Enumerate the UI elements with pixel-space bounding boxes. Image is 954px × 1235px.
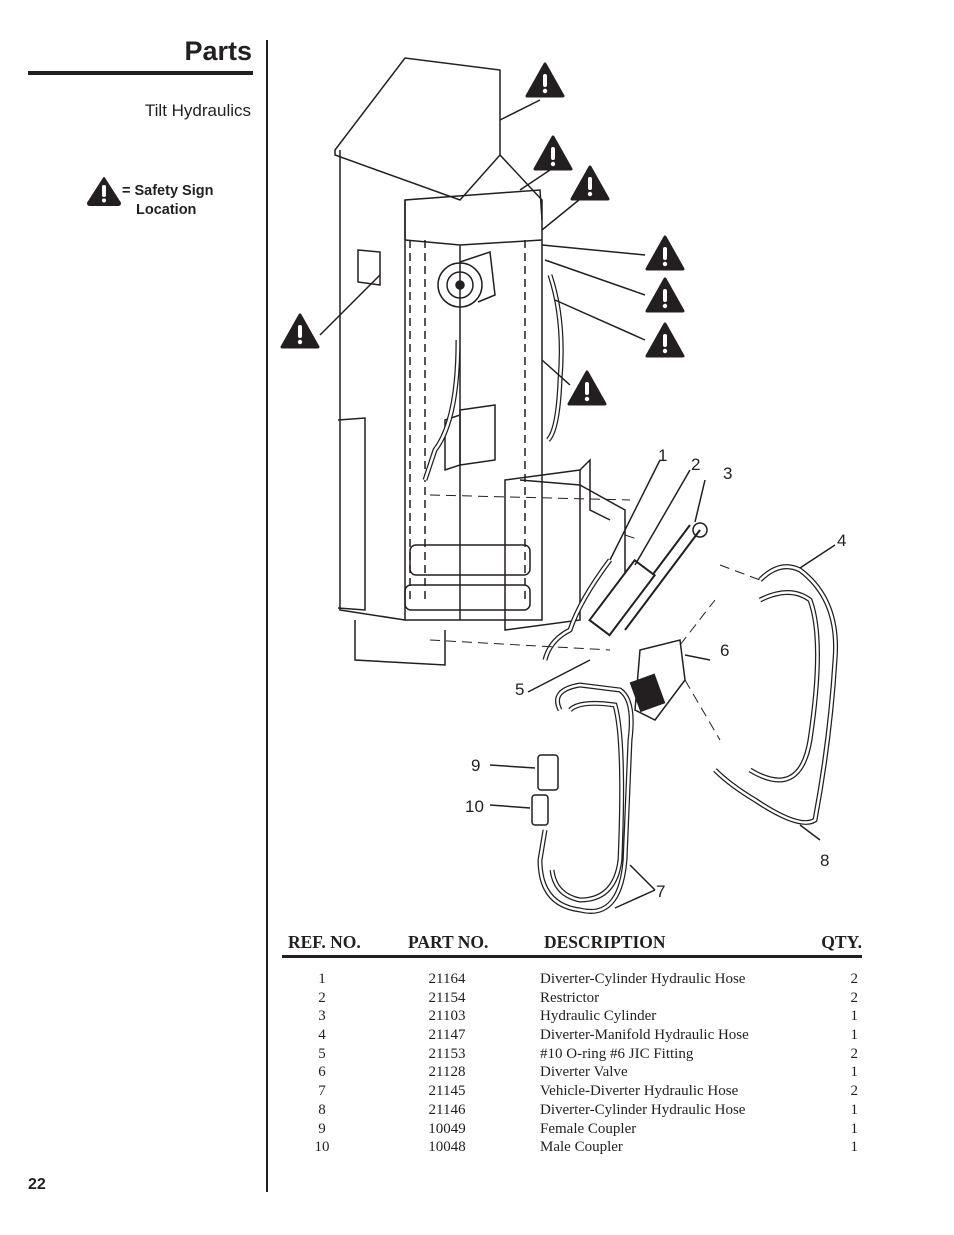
callout-9: 9	[471, 756, 481, 775]
title-divider	[28, 71, 253, 75]
table-row: 10 10048 Male Coupler 1	[282, 1138, 859, 1157]
legend-line-2: Location	[136, 202, 197, 218]
description-cell: Diverter-Cylinder Hydraulic Hose	[540, 1101, 746, 1118]
description-cell: Diverter Valve	[540, 1064, 628, 1081]
description-cell: Diverter-Cylinder Hydraulic Hose	[540, 971, 746, 987]
part-no-cell: 21103	[428, 1008, 466, 1025]
callout-10: 10	[465, 797, 484, 816]
header-ref-no: REF. NO.	[288, 931, 361, 952]
callout-5: 5	[515, 680, 525, 699]
page-number: 22	[28, 1176, 46, 1193]
description-cell: Vehicle-Diverter Hydraulic Hose	[540, 1083, 739, 1100]
part-no-cell: 10048	[428, 1139, 466, 1156]
table-row: 7 21145 Vehicle-Diverter Hydraulic Hose 2	[282, 1082, 858, 1101]
ref-no-cell: 1	[318, 971, 326, 987]
part-no-cell: 21128	[428, 1064, 466, 1081]
page-title: Parts	[184, 36, 252, 66]
callout-7: 7	[656, 882, 666, 901]
table-row: 1 21164 Diverter-Cylinder Hydraulic Hose 2	[282, 970, 858, 989]
section-subtitle: Tilt Hydraulics	[144, 101, 251, 120]
table-header-rule	[282, 955, 862, 958]
table-row: 3 21103 Hydraulic Cylinder 1	[282, 1007, 858, 1026]
description-cell: #10 O-ring #6 JIC Fitting	[540, 1045, 694, 1062]
description-cell: Male Coupler	[540, 1139, 623, 1156]
part-no-cell: 21146	[428, 1101, 466, 1118]
qty-cell: 1	[850, 1120, 859, 1137]
table-row: 4 21147 Diverter-Manifold Hydraulic Hose 1	[282, 1026, 858, 1045]
description-cell: Hydraulic Cylinder	[540, 1008, 657, 1025]
qty-cell: 1	[850, 1139, 859, 1156]
header-description: DESCRIPTION	[544, 931, 666, 952]
description-cell: Female Coupler	[540, 1120, 637, 1137]
callout-4: 4	[837, 531, 847, 550]
part-no-cell: 21147	[428, 1027, 466, 1044]
qty-cell: 2	[850, 989, 859, 1006]
vertical-divider	[266, 40, 268, 1192]
callout-6: 6	[720, 641, 730, 660]
table-row: 8 21146 Diverter-Cylinder Hydraulic Hose 1	[282, 1101, 858, 1120]
ref-no-cell: 10	[314, 1139, 330, 1156]
qty-cell: 2	[850, 1083, 859, 1100]
table-row: 2 21154 Restrictor 2	[282, 989, 858, 1008]
safety-sign-legend: = Safety Sign Location	[122, 182, 213, 220]
table-row: 6 21128 Diverter Valve 1	[282, 1063, 858, 1082]
qty-cell: 2	[850, 1045, 859, 1062]
part-no-cell: 21145	[428, 1083, 466, 1100]
qty-cell: 2	[850, 971, 859, 987]
legend-line-1: = Safety Sign	[122, 183, 214, 199]
header-qty: QTY.	[821, 931, 862, 952]
qty-cell: 1	[850, 1027, 859, 1044]
ref-no-cell: 5	[318, 1045, 326, 1062]
ref-no-cell: 6	[318, 1064, 326, 1081]
part-no-cell: 10049	[428, 1120, 466, 1137]
part-no-cell: 21164	[428, 971, 466, 987]
qty-cell: 1	[850, 1064, 859, 1081]
part-no-cell: 21153	[428, 1045, 466, 1062]
ref-no-cell: 7	[318, 1083, 326, 1100]
tilt-hydraulics-diagram: 1 2 3 4 5 6 7 8 9 10	[280, 40, 880, 925]
callout-3: 3	[723, 464, 733, 483]
table-row: 5 21153 #10 O-ring #6 JIC Fitting 2	[282, 1045, 858, 1064]
qty-cell: 1	[850, 1008, 859, 1025]
qty-cell: 1	[850, 1101, 859, 1118]
header-part-no: PART NO.	[408, 931, 489, 952]
description-cell: Restrictor	[540, 989, 600, 1006]
callout-1: 1	[658, 446, 668, 465]
warning-triangle-icon	[86, 176, 122, 211]
description-cell: Diverter-Manifold Hydraulic Hose	[540, 1027, 749, 1044]
parts-table-header: REF. NO. PART NO. DESCRIPTION QTY.	[282, 928, 862, 956]
table-row: 9 10049 Female Coupler 1	[282, 1120, 858, 1139]
callout-8: 8	[820, 851, 830, 870]
ref-no-cell: 4	[318, 1027, 326, 1044]
ref-no-cell: 2	[318, 989, 326, 1006]
ref-no-cell: 8	[318, 1101, 326, 1118]
ref-no-cell: 3	[318, 1008, 326, 1025]
ref-no-cell: 9	[318, 1120, 326, 1137]
part-no-cell: 21154	[428, 989, 466, 1006]
callout-2: 2	[691, 455, 701, 474]
